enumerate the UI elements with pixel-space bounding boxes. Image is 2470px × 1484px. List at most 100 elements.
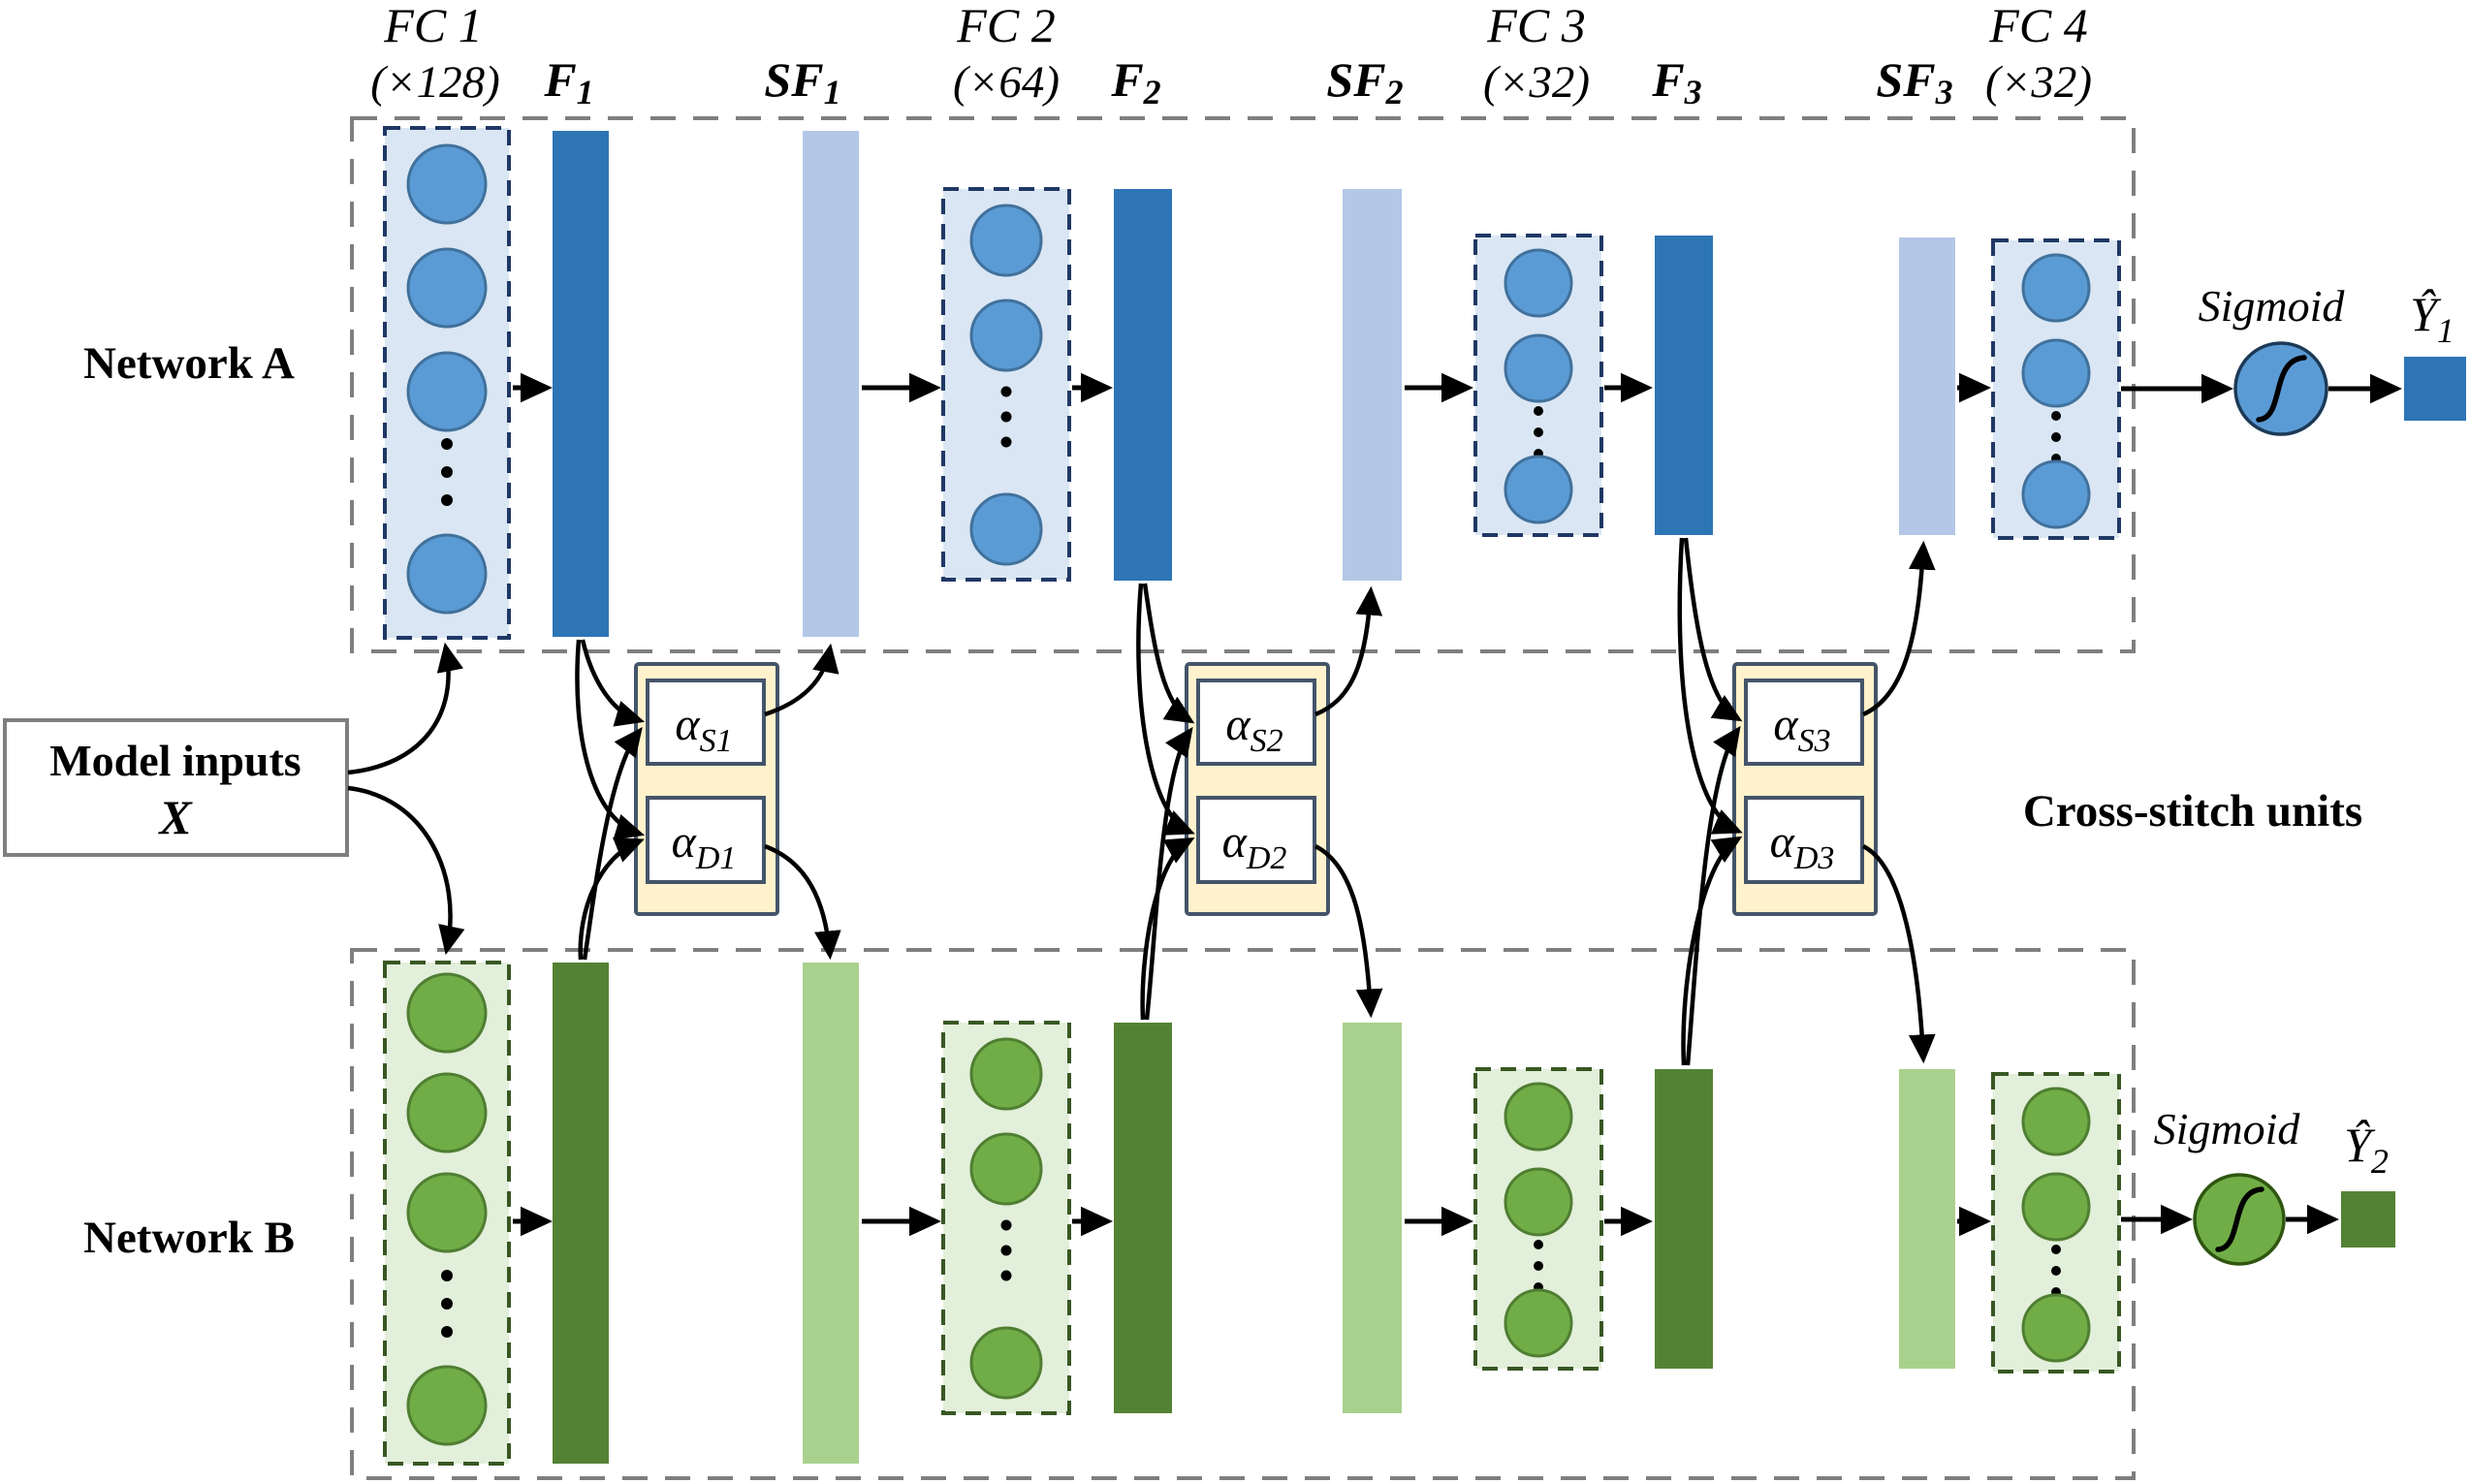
sigmoid-b-icon: [2193, 1173, 2286, 1266]
neuron-circle: [969, 204, 1043, 277]
network-a-box: [350, 116, 2136, 653]
neuron-circle: [2021, 1172, 2091, 1242]
fc4-label: FC 4: [1988, 0, 2087, 52]
neuron-circle: [2021, 338, 2091, 408]
model-inputs-line2: X: [157, 790, 193, 844]
output-y1-label: Ŷ1: [2410, 287, 2454, 350]
fc4-size-label: (×32): [1985, 57, 2092, 108]
alpha-s1-label: αS1: [675, 699, 732, 759]
sf1-label: SF1: [764, 52, 840, 111]
arrow-inputs-to-network-a: [347, 642, 464, 775]
arrow-f3b-to-alpha-s3: [1685, 725, 1741, 1066]
neuron-circle: [2021, 459, 2091, 529]
neuron-circle: [1504, 1167, 1573, 1237]
ellipsis-dot: [1000, 386, 1012, 397]
ellipsis-dot: [441, 494, 453, 506]
arrow-f2a-to-alpha-s2: [1142, 583, 1195, 724]
alpha-d2-label: αD2: [1222, 816, 1287, 876]
alpha-d3-box: [1744, 796, 1864, 884]
fc3-size-label: (×32): [1483, 57, 1590, 108]
sigmoid-b-curve: [2215, 1186, 2264, 1252]
f2-label: F2: [1110, 52, 1160, 111]
fc3-b-layer: [1473, 1067, 1603, 1371]
neuron-circle: [406, 1172, 488, 1253]
ellipsis-dot: [2051, 432, 2061, 442]
cross-stitch-caption: Cross-stitch units: [2023, 786, 2362, 837]
neuron-circle: [969, 1037, 1043, 1111]
ellipsis-dot: [1534, 1261, 1543, 1271]
neuron-circle: [406, 1365, 488, 1446]
neuron-circle: [969, 299, 1043, 372]
neuron-circle: [1504, 248, 1573, 318]
arrow-f2b-to-alpha-d2: [1140, 837, 1195, 1021]
sigmoid-b-label: Sigmoid: [2154, 1104, 2301, 1153]
arrow-alpha-s2-to-sf2a: [1314, 585, 1383, 717]
ellipsis-dot: [441, 1326, 453, 1338]
neuron-circle: [969, 492, 1043, 566]
sigmoid-a-curve: [2256, 355, 2307, 423]
cross-stitch-unit-3: αS3 αD3: [1732, 662, 1878, 916]
sf3-b-bar: [1899, 1069, 1955, 1369]
f2-b-bar: [1114, 1023, 1172, 1413]
alpha-s1-box: [646, 679, 766, 766]
fc1-size-label: (×128): [370, 57, 500, 108]
cross-stitch-unit-2: αS2 αD2: [1185, 662, 1330, 916]
f3-a-bar: [1655, 236, 1713, 535]
model-inputs-line1: Model inputs: [49, 736, 301, 785]
alpha-d2-box: [1196, 796, 1316, 884]
alpha-s3-box: [1744, 679, 1864, 766]
model-inputs-rect: [3, 718, 349, 857]
arrow-f2b-to-alpha-s2: [1144, 726, 1193, 1021]
arrow-f1a-to-alpha-d1: [575, 639, 646, 840]
model-inputs-box: Model inputs X: [3, 718, 349, 857]
neuron-circle: [406, 533, 488, 615]
fc2-size-label: (×64): [953, 57, 1060, 108]
cross-stitch-unit-1: αS1 αD1: [634, 662, 779, 916]
ellipsis-dot: [1534, 1240, 1543, 1249]
header-row: FC 1 (×128) F1 SF1 FC 2 (×64) F2 SF2 FC …: [370, 0, 2092, 111]
ellipsis-dot: [441, 466, 453, 478]
fc1-a-layer: [383, 126, 511, 640]
alpha-s2-box: [1196, 679, 1316, 766]
sf1-b-bar: [803, 963, 859, 1464]
f3-label: F3: [1651, 52, 1701, 111]
arrow-alpha-s1-to-sf1a: [764, 643, 839, 717]
f1-label: F1: [543, 52, 593, 111]
fc3-label: FC 3: [1486, 0, 1585, 52]
neuron-circle: [2021, 1087, 2091, 1156]
arrows: [347, 372, 2402, 1237]
neuron-circle: [1504, 1288, 1573, 1358]
fc2-label: FC 2: [956, 0, 1055, 52]
arrow-f1b-to-alpha-d1: [578, 837, 645, 961]
sf3-a-bar: [1899, 237, 1955, 535]
ellipsis-dot: [1534, 427, 1543, 437]
ellipsis-dot: [1000, 436, 1012, 448]
arrow-alpha-s3-to-sf3a: [1862, 540, 1936, 717]
arrow-alpha-d3-to-sf3b: [1861, 843, 1936, 1064]
ellipsis-dot: [2051, 1245, 2061, 1254]
fc3-a-layer: [1473, 234, 1603, 537]
ellipsis-dot: [1000, 1245, 1012, 1256]
ellipsis-dot: [2051, 411, 2061, 421]
neuron-circle: [406, 972, 488, 1054]
arrow-f3a-to-alpha-d3: [1677, 537, 1743, 835]
arrow-alpha-d2-to-sf2b: [1314, 843, 1383, 1019]
alpha-s3-label: αS3: [1773, 699, 1830, 759]
sf3-label: SF3: [1876, 52, 1952, 111]
f1-a-bar: [553, 131, 609, 637]
ellipsis-dot: [1000, 1219, 1012, 1231]
neuron-circle: [406, 247, 488, 329]
neuron-circle: [1504, 1082, 1573, 1152]
neuron-circle: [406, 351, 488, 432]
ellipsis-dot: [441, 1298, 453, 1310]
fc2-b-layer: [941, 1021, 1071, 1415]
neuron-circle: [2021, 253, 2091, 323]
f1-b-bar: [553, 963, 609, 1464]
neuron-circle: [406, 1072, 488, 1153]
f3-b-bar: [1655, 1069, 1713, 1369]
fc1-label: FC 1: [383, 0, 482, 52]
neuron-circle: [1504, 333, 1573, 403]
output-y2-square: [2341, 1191, 2395, 1247]
sigmoid-a-label: Sigmoid: [2199, 281, 2346, 331]
